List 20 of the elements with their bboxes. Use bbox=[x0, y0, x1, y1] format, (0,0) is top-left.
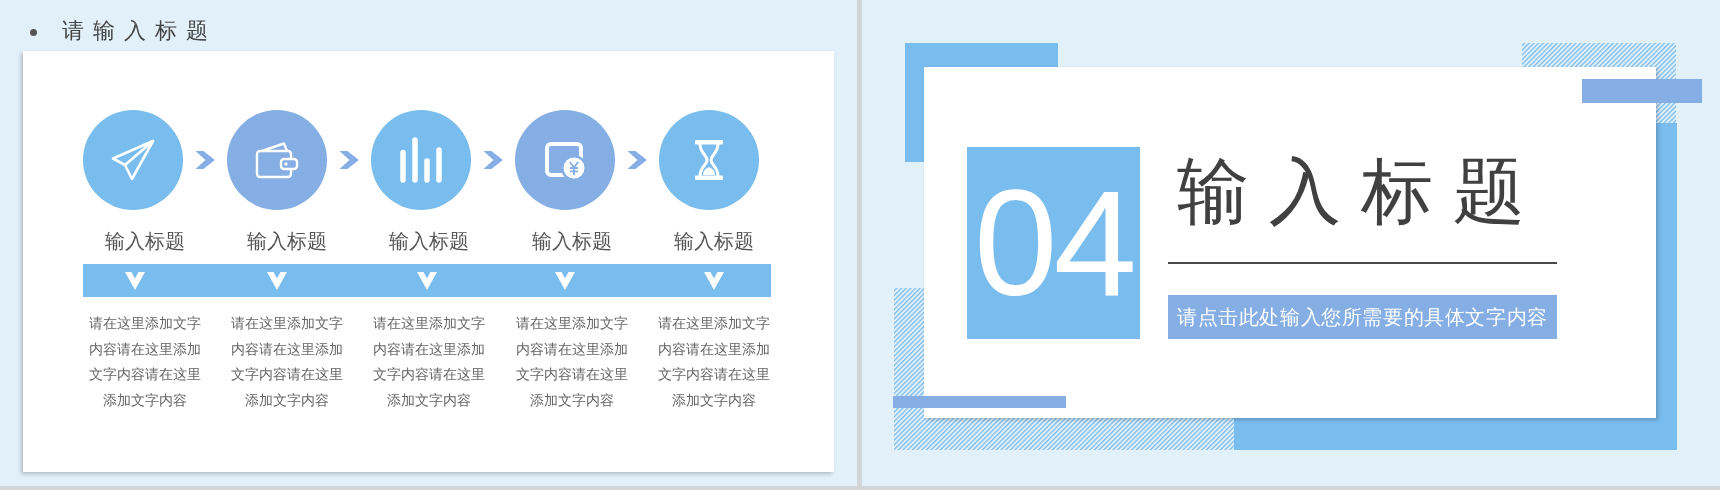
step-description: 请在这里添加文字内容请在这里添加文字内容请在这里添加文字内容 bbox=[657, 314, 771, 411]
step-title: 输入标题 bbox=[531, 228, 613, 254]
content-card bbox=[23, 51, 834, 472]
slide-title: 输入标题 bbox=[1177, 153, 1545, 229]
step-description: 请在这里添加文字内容请在这里添加文字内容请在这里添加文字内容 bbox=[515, 314, 629, 411]
chevron-arrow bbox=[195, 151, 215, 169]
step-title: 输入标题 bbox=[673, 228, 755, 254]
subtitle-band: 请点击此处输入您所需要的具体文字内容 bbox=[1168, 295, 1557, 339]
title-card bbox=[924, 67, 1656, 418]
number-tile: 04 bbox=[967, 147, 1140, 339]
step-description: 请在这里添加文字内容请在这里添加文字内容请在这里添加文字内容 bbox=[372, 314, 486, 411]
step-description: 请在这里添加文字内容请在这里添加文字内容请在这里添加文字内容 bbox=[88, 314, 202, 411]
chevron-arrow bbox=[483, 151, 503, 169]
chevron-arrow bbox=[627, 151, 647, 169]
chevron-arrow bbox=[339, 151, 359, 169]
step-title: 输入标题 bbox=[246, 228, 328, 254]
step-title: 输入标题 bbox=[104, 228, 186, 254]
page-title: 请输入标题 bbox=[62, 17, 217, 45]
step-description: 请在这里添加文字内容请在这里添加文字内容请在这里添加文字内容 bbox=[230, 314, 344, 411]
step-title: 输入标题 bbox=[388, 228, 470, 254]
